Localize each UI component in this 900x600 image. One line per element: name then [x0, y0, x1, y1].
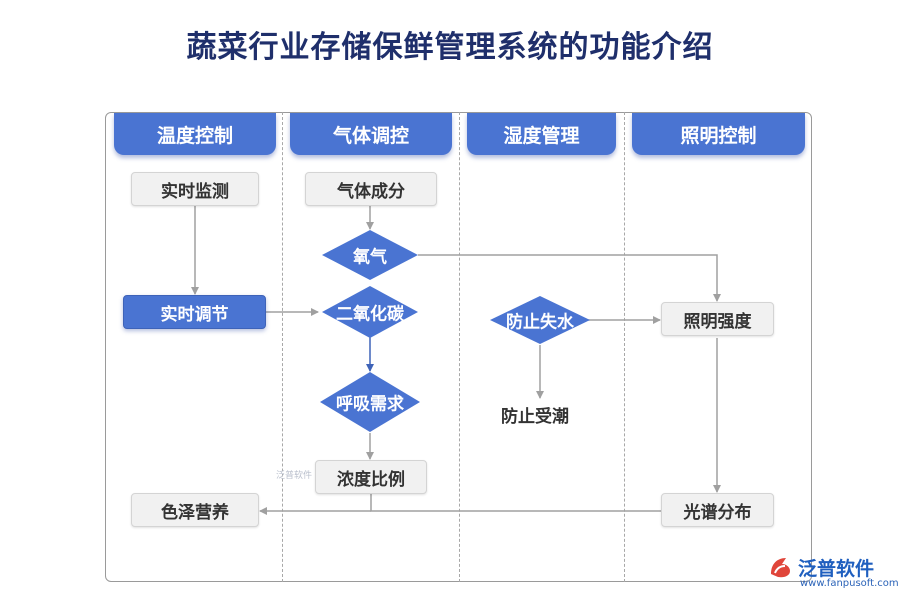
label-prevent-water-loss: 防止失水: [506, 312, 574, 333]
label-respiration: 呼吸需求: [336, 394, 404, 415]
node-realtime-monitor: 实时监测: [131, 172, 259, 206]
node-light-intensity: 照明强度: [661, 302, 774, 336]
brand-url: www.fanpusoft.com: [800, 578, 899, 589]
column-header-humidity: 湿度管理: [467, 113, 616, 155]
column-header-lighting: 照明控制: [632, 113, 805, 155]
arrow-oxygen-to-light-intensity: [418, 254, 721, 302]
label-oxygen: 氧气: [353, 247, 387, 268]
brand-logo: 泛普软件: [768, 552, 874, 582]
node-color-nutrition: 色泽营养: [131, 493, 259, 527]
brand-logo-text: 泛普软件: [798, 557, 875, 580]
column-divider: [459, 112, 460, 582]
diamond-respiration: [320, 372, 420, 432]
diamond-co2: [322, 286, 418, 338]
column-divider: [282, 112, 283, 582]
column-header-gas: 气体调控: [290, 113, 452, 155]
node-prevent-damp: 防止受潮: [501, 407, 569, 427]
diamond-oxygen: [322, 230, 418, 280]
label-co2: 二氧化碳: [336, 304, 404, 325]
node-concentration-ratio: 浓度比例: [315, 460, 427, 494]
arrow-spectrum-to-color: [370, 493, 661, 512]
node-gas-composition: 气体成分: [305, 172, 437, 206]
diagram-frame: [105, 112, 812, 582]
node-realtime-adjust: 实时调节: [123, 295, 266, 329]
page-title: 蔬菜行业存储保鲜管理系统的功能介绍: [186, 30, 714, 65]
column-divider: [624, 112, 625, 582]
node-spectrum: 光谱分布: [661, 493, 774, 527]
brand-logo-icon: [771, 558, 790, 578]
watermark-small: 泛普软件: [276, 471, 313, 481]
column-header-temperature: 温度控制: [114, 113, 276, 155]
diamond-prevent-water-loss: [490, 296, 590, 344]
